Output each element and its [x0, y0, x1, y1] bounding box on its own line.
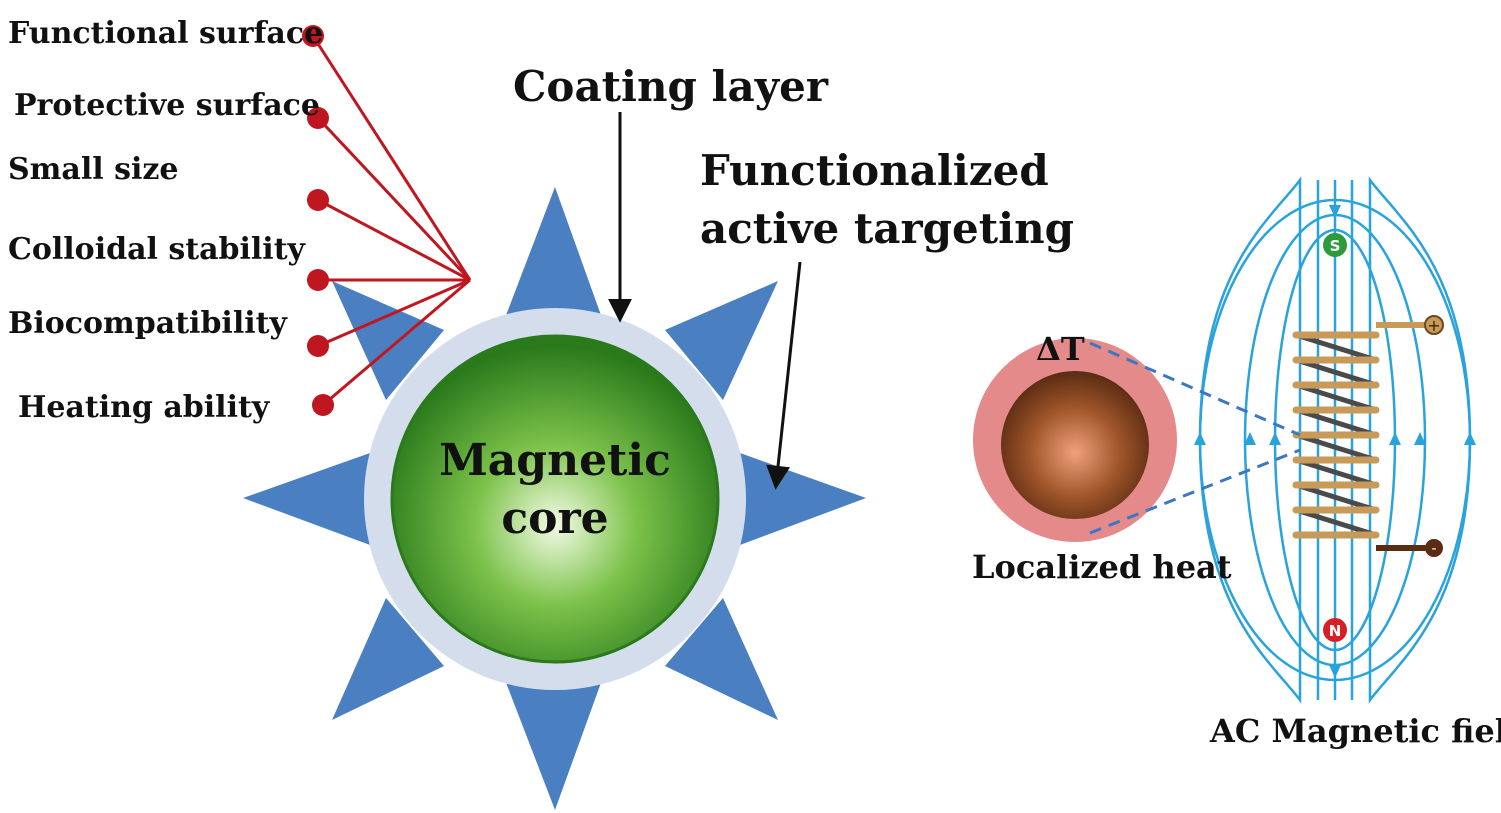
- spike-bottom: [505, 680, 602, 810]
- magnetic-core: [390, 334, 720, 664]
- targeting-arrow: [766, 261, 802, 490]
- spike-top-left: [332, 281, 444, 400]
- core-label-line2: core: [501, 493, 609, 544]
- core-label-line1: Magnetic: [439, 435, 671, 486]
- spike-bottom-right: [665, 598, 778, 720]
- north-pole-badge: [1323, 618, 1347, 642]
- property-colloidal-stability: Colloidal stability: [8, 232, 305, 267]
- heated-particle: [1001, 371, 1149, 519]
- property-biocompatibility: Biocompatibility: [8, 306, 287, 341]
- dot-functional-surface: [302, 25, 324, 47]
- terminal-positive-symbol: +: [1427, 316, 1440, 335]
- property-heating-ability: Heating ability: [18, 390, 270, 425]
- zoom-dashed-lines: [1089, 341, 1301, 535]
- dot-heating-ability: [312, 394, 334, 416]
- delta-t-label: ΔT: [1036, 330, 1085, 368]
- dot-small-size: [307, 189, 329, 211]
- functionalized-label-line1: Functionalized: [700, 146, 1049, 195]
- field-arrowheads: [1194, 205, 1476, 678]
- property-dots: [302, 25, 334, 416]
- spike-top-right: [665, 281, 778, 400]
- coating-layer-label: Coating layer: [513, 62, 828, 111]
- terminal-negative-symbol: -: [1431, 541, 1436, 557]
- terminal-negative: [1425, 539, 1443, 557]
- property-small-size: Small size: [8, 152, 179, 187]
- localized-heat-label: Localized heat: [972, 548, 1232, 586]
- solenoid-coil: [1292, 322, 1432, 551]
- spike-left: [243, 453, 370, 545]
- north-pole-label: N: [1329, 622, 1342, 640]
- ac-magnetic-field-label: AC Magnetic field: [1210, 712, 1501, 750]
- south-pole-badge: [1323, 233, 1347, 257]
- spike-top: [505, 187, 602, 318]
- property-lead-lines: [311, 35, 472, 407]
- dot-biocompatibility: [307, 335, 329, 357]
- spike-right: [740, 453, 866, 545]
- terminal-positive: [1424, 315, 1444, 335]
- property-protective-surface: Protective surface: [14, 88, 321, 123]
- dot-protective-surface: [307, 107, 329, 129]
- south-pole-label: S: [1330, 237, 1341, 255]
- dot-colloidal-stability: [307, 269, 329, 291]
- spike-bottom-left: [332, 598, 444, 720]
- functionalized-label-line2: active targeting: [700, 204, 1074, 253]
- property-functional-surface: Functional surface: [8, 16, 324, 51]
